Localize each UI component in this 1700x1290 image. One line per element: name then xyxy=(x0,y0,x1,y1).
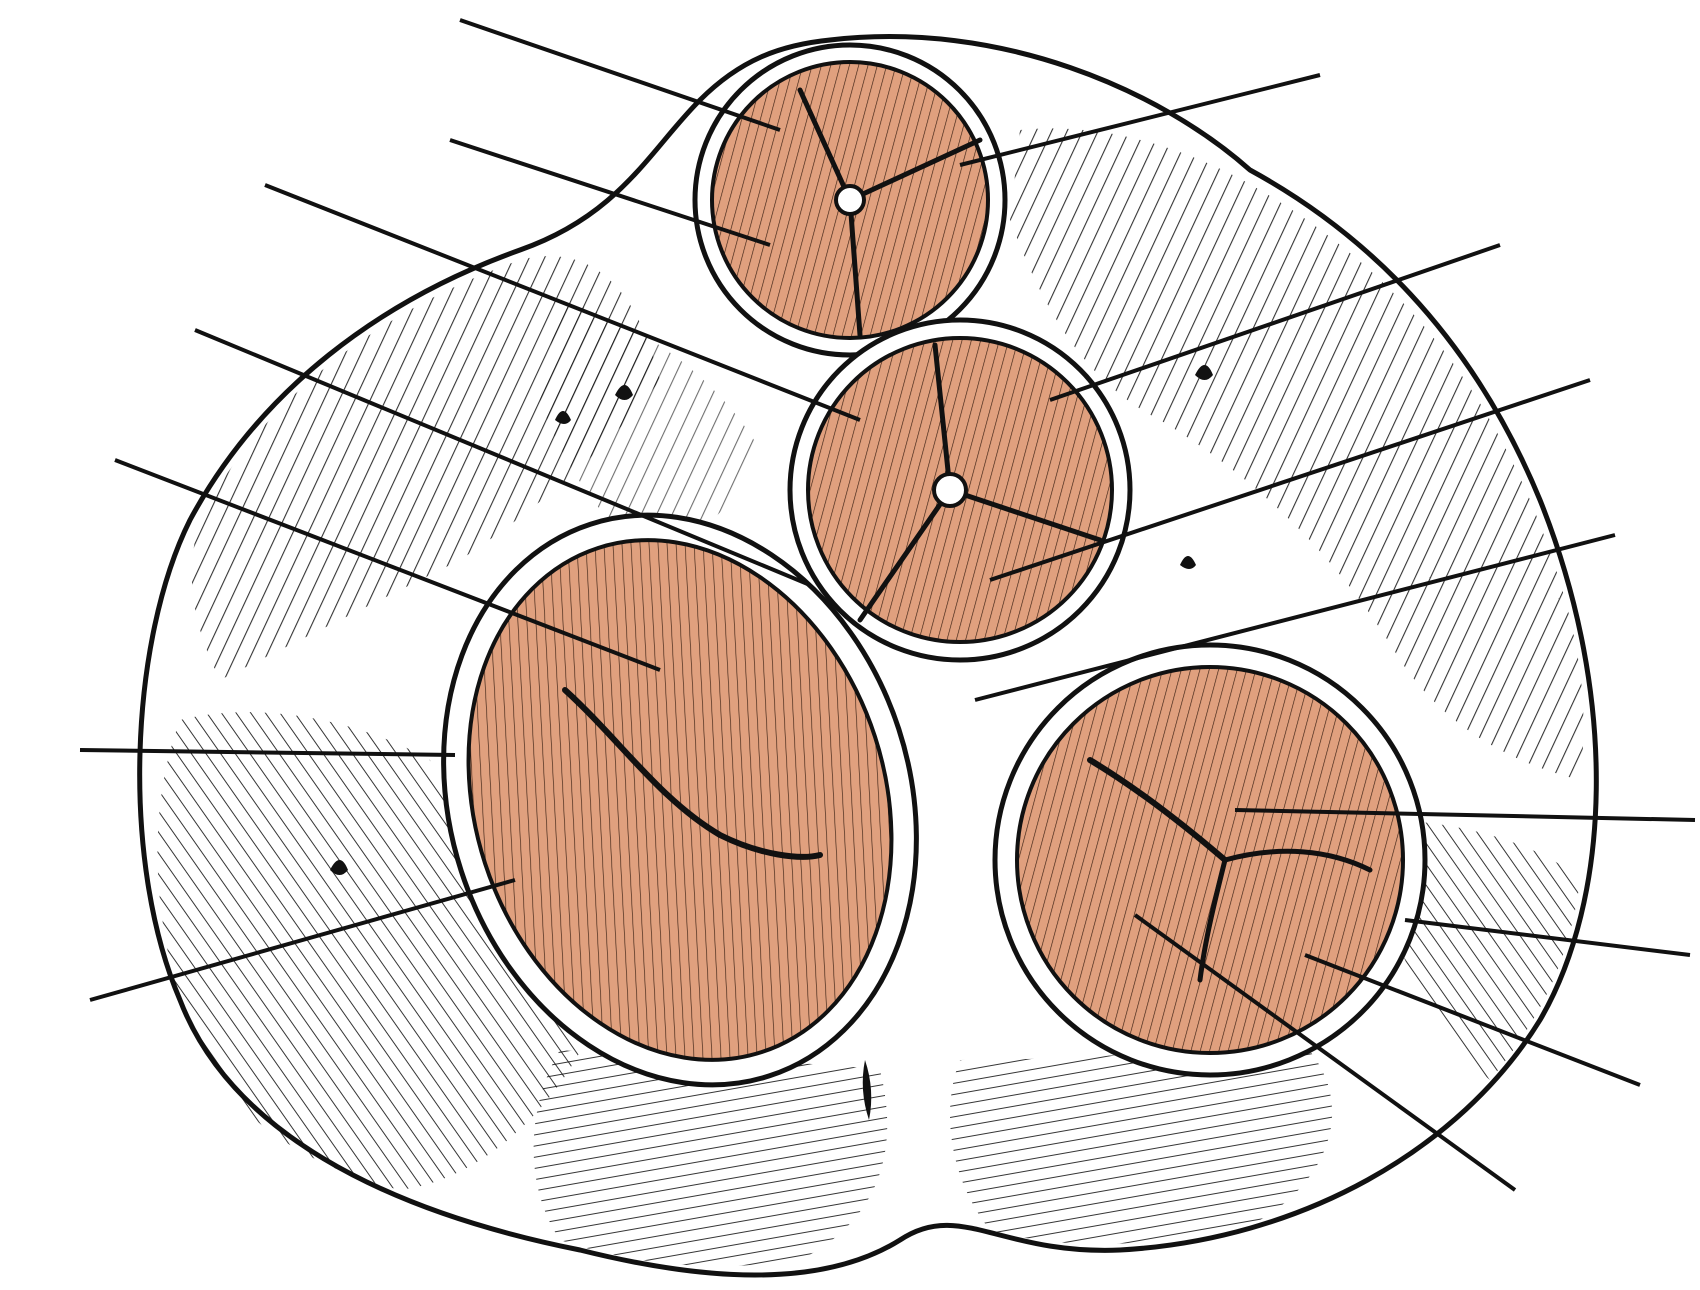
aortic-valve xyxy=(787,317,1133,663)
leader-line-11 xyxy=(974,533,1616,702)
leader-line-6 xyxy=(79,748,456,757)
leader-line-10 xyxy=(989,378,1591,582)
leader-line-2 xyxy=(449,138,771,247)
leader-line-7 xyxy=(89,878,516,1002)
surface-marks xyxy=(330,365,1213,1120)
leader-line-3 xyxy=(264,183,861,422)
leader-line-12 xyxy=(1234,808,1696,822)
leader-line-5 xyxy=(114,458,661,672)
leader-lines xyxy=(79,18,1696,1192)
leader-line-15 xyxy=(1133,913,1517,1192)
leader-line-14 xyxy=(1304,953,1641,1087)
leader-line-1 xyxy=(459,18,781,132)
mitral-valve xyxy=(441,512,919,1088)
leader-line-8 xyxy=(959,73,1321,167)
leader-line-4 xyxy=(194,328,811,587)
pulmonary-valve xyxy=(692,42,1008,358)
tricuspid-valve xyxy=(992,642,1428,1078)
leader-line-9 xyxy=(1049,243,1501,402)
leader-line-13 xyxy=(1404,918,1691,957)
